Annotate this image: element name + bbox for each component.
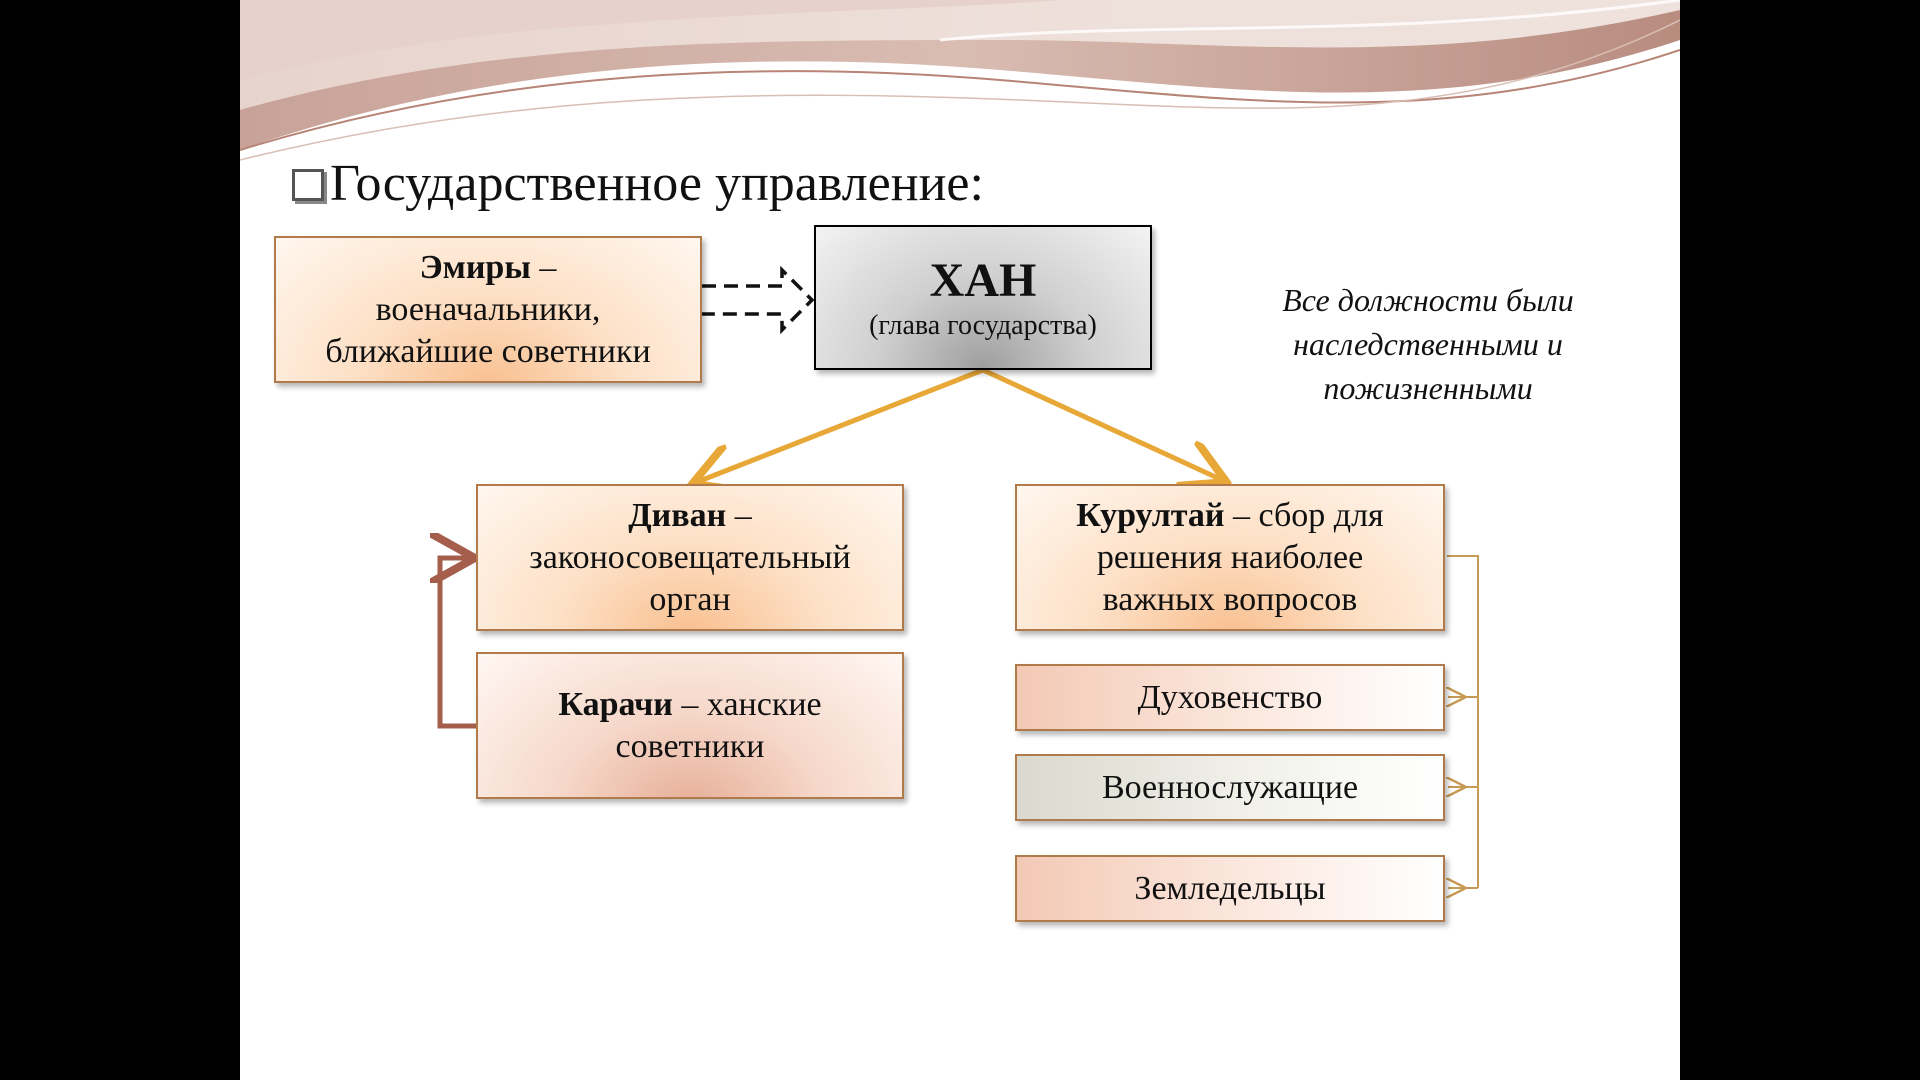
estate-farmers-box: Земледельцы xyxy=(1015,855,1445,922)
estate-farmers-label: Земледельцы xyxy=(1134,869,1326,907)
divan-line1: Диван – xyxy=(628,495,751,537)
slide: Государственное управление: Эмиры – xyxy=(240,0,1680,1080)
khan-to-divan-arrow xyxy=(697,367,984,482)
divan-line3: орган xyxy=(649,580,731,618)
karachi-line2: советники xyxy=(615,727,765,765)
header-wave-decoration xyxy=(240,0,1680,161)
note-line2: наследственными и xyxy=(1293,326,1563,362)
emirs-term: Эмиры xyxy=(419,248,531,286)
kurultai-bracket-line xyxy=(1447,555,1479,888)
divan-line2: законосовещательный xyxy=(529,538,851,576)
kurultai-term: Курултай xyxy=(1076,496,1225,534)
kurultai-line1: Курултай – сбор для xyxy=(1076,495,1383,537)
karachi-box: Карачи – ханские советники xyxy=(476,652,904,799)
kurultai-desc: – сбор для xyxy=(1224,496,1384,534)
divan-term: Диван xyxy=(628,496,727,534)
divan-dash: – xyxy=(726,496,752,534)
emirs-line2: военачальники, xyxy=(375,290,601,328)
slide-title-text: Государственное управление: xyxy=(330,154,984,212)
kurultai-line3: важных вопросов xyxy=(1102,580,1358,618)
khan-box: ХАН (глава государства) xyxy=(814,225,1152,370)
kurultai-line2: решения наиболее xyxy=(1096,538,1364,576)
divan-box: Диван – законосовещательный орган xyxy=(476,484,904,631)
emirs-dash: – xyxy=(530,248,557,286)
hereditary-note: Все должности были наследственными и пож… xyxy=(1218,278,1638,410)
emirs-line1: Эмиры – xyxy=(420,247,557,289)
estate-military-label: Военнослужащие xyxy=(1101,768,1359,806)
karachi-to-divan-arrow xyxy=(440,558,476,729)
khan-subtitle: (глава государства) xyxy=(869,309,1097,341)
kurultai-box: Курултай – сбор для решения наиболее важ… xyxy=(1015,484,1445,631)
emirs-line3: ближайшие советники xyxy=(325,332,651,370)
estate-clergy-box: Духовенство xyxy=(1015,664,1445,731)
checkbox-bullet-icon xyxy=(292,169,324,201)
note-line1: Все должности были xyxy=(1282,282,1574,318)
karachi-term: Карачи xyxy=(558,685,673,723)
emirs-box: Эмиры – военачальники, ближайшие советни… xyxy=(274,236,702,383)
slide-title: Государственное управление: xyxy=(292,152,984,214)
karachi-desc: – ханские xyxy=(672,685,822,723)
karachi-line1: Карачи – ханские xyxy=(558,684,821,726)
khan-to-kurultai-arrow xyxy=(981,367,1222,480)
khan-title: ХАН xyxy=(929,253,1037,307)
emirs-to-khan-arrow xyxy=(702,265,815,335)
estate-military-box: Военнослужащие xyxy=(1015,754,1445,821)
estate-clergy-label: Духовенство xyxy=(1137,678,1323,716)
note-line3: пожизненными xyxy=(1323,370,1533,406)
